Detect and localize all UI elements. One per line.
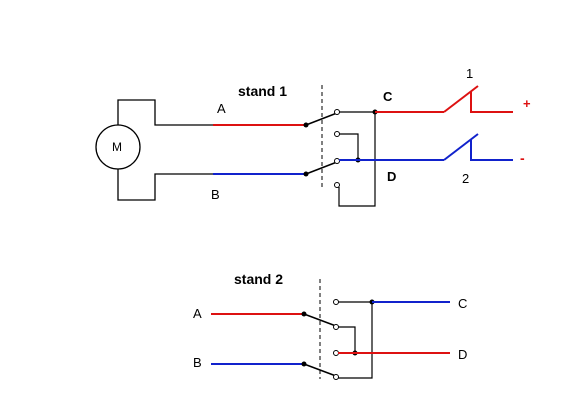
stand2-blade-a xyxy=(303,313,337,327)
stand1-contact-4 xyxy=(334,182,340,188)
motor-label: M xyxy=(112,140,122,154)
stand2-label-c: C xyxy=(458,296,467,311)
stand1-contact-2 xyxy=(334,131,340,137)
limit-switch-2 xyxy=(443,133,513,161)
stand2-cross-wire-mid xyxy=(338,326,356,353)
stand1-label-b: B xyxy=(211,187,220,202)
stand1-contact-3 xyxy=(334,158,340,164)
stand1-label-c: C xyxy=(383,89,393,104)
stand2-blade-b xyxy=(303,363,337,377)
stand1-label-d: D xyxy=(387,169,396,184)
stand1-blade-a xyxy=(305,112,338,126)
stand2-label-a: A xyxy=(193,306,202,321)
switch-1-label: 1 xyxy=(466,66,473,81)
limit-switch-1 xyxy=(443,85,513,113)
stand1-contact-1 xyxy=(334,109,340,115)
stand2-label-b: B xyxy=(193,355,202,370)
minus-terminal-label: - xyxy=(520,150,525,166)
motor-upper-lead xyxy=(117,99,213,126)
stand1-label-a: A xyxy=(217,101,226,116)
stand2-contact-4 xyxy=(333,374,339,380)
stand1-blade-b xyxy=(305,161,338,175)
stand1-cross-wire-top xyxy=(338,111,376,207)
motor-lower-lead xyxy=(117,169,213,201)
stand2-contact-2 xyxy=(333,324,339,330)
switch-2-label: 2 xyxy=(462,171,469,186)
stand1-cross-wire-mid xyxy=(339,133,359,160)
stand2-contact-1 xyxy=(333,299,339,305)
stand1-title: stand 1 xyxy=(238,83,287,99)
stand2-contact-3 xyxy=(333,350,339,356)
stand2-label-d: D xyxy=(458,347,467,362)
stand2-title: stand 2 xyxy=(234,271,283,287)
stand2-cross-wire-top xyxy=(338,301,373,379)
stand1-circuit: stand 1 A B C D 1 + xyxy=(211,66,531,207)
stand2-circuit: stand 2 A B C D xyxy=(193,271,467,380)
plus-terminal-label: + xyxy=(523,96,531,111)
motor-symbol: M xyxy=(95,99,213,201)
